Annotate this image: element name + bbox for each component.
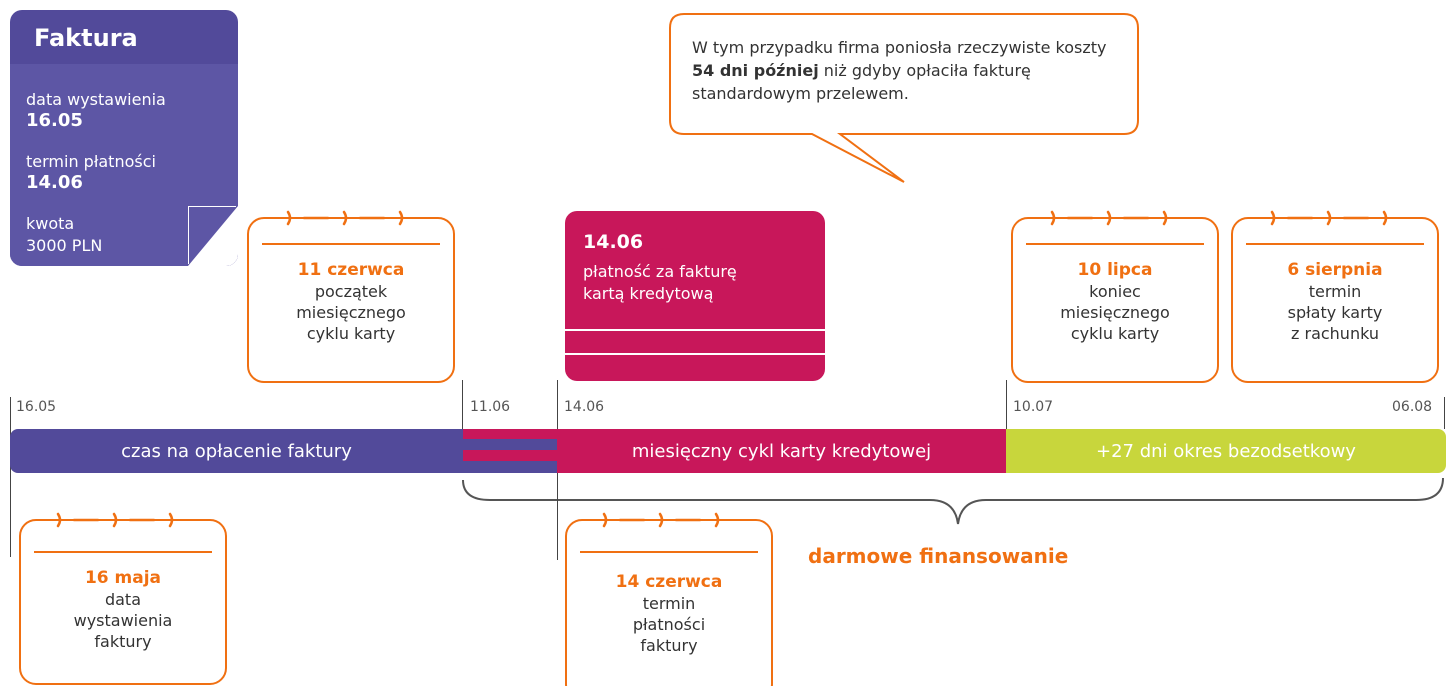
calendar-line: faktury bbox=[640, 636, 698, 655]
tick-line-1106 bbox=[462, 380, 463, 430]
invoice-due-value: 14.06 bbox=[26, 172, 83, 193]
calendar-rings bbox=[56, 210, 1388, 528]
calendar-date: 14 czerwca bbox=[615, 572, 723, 592]
speech-bubble-outline bbox=[669, 13, 1139, 183]
divider bbox=[565, 353, 825, 355]
tick-label: 10.07 bbox=[1013, 399, 1054, 415]
calendar-may16: 16 maja data wystawienia faktury bbox=[20, 568, 226, 652]
calendar-outline-aug6 bbox=[1231, 217, 1439, 383]
tick-label: 11.06 bbox=[470, 399, 511, 415]
calendar-line: wystawienia bbox=[73, 611, 173, 630]
payment-line: kartą kredytową bbox=[583, 284, 714, 303]
invoice-card: Faktura data wystawienia 16.05 termin pł… bbox=[10, 10, 238, 266]
calendar-line: z rachunku bbox=[1291, 324, 1379, 343]
calendar-date: 6 sierpnia bbox=[1287, 260, 1383, 280]
page-fold-icon bbox=[188, 206, 238, 266]
tick-line-0608 bbox=[1444, 397, 1445, 429]
note-text-end: niż gdyby opłaciła fakturę standardowym … bbox=[692, 61, 1031, 103]
calendar-july10: 10 lipca koniec miesięcznego cyklu karty bbox=[1012, 260, 1218, 344]
segment-invoice-time: czas na opłacenie faktury bbox=[10, 429, 463, 473]
note-text-start: W tym przypadku firma poniosła rzeczywis… bbox=[692, 38, 1107, 57]
calendar-aug6: 6 sierpnia termin spłaty karty z rachunk… bbox=[1232, 260, 1438, 344]
note-text-highlight: 54 dni później bbox=[692, 61, 819, 80]
financing-label: darmowe finansowanie bbox=[808, 544, 1069, 568]
invoice-body: data wystawienia 16.05 termin płatności … bbox=[10, 64, 238, 266]
invoice-issue-value: 16.05 bbox=[26, 110, 83, 131]
calendar-date: 16 maja bbox=[84, 568, 162, 588]
invoice-due-label: termin płatności bbox=[26, 152, 156, 171]
calendar-line: cyklu karty bbox=[1070, 324, 1160, 343]
tick-label: 16.05 bbox=[16, 399, 57, 415]
calendar-line: płatności bbox=[632, 615, 706, 634]
tick-label: 14.06 bbox=[564, 399, 605, 415]
invoice-title: Faktura bbox=[34, 24, 138, 52]
calendar-june11: 11 czerwca początek miesięcznego cyklu k… bbox=[248, 260, 454, 344]
segment-grace-period: +27 dni okres bezodsetkowy bbox=[1006, 429, 1446, 473]
segment-label: +27 dni okres bezodsetkowy bbox=[1096, 440, 1356, 462]
calendar-line: faktury bbox=[94, 632, 152, 651]
segment-card-cycle: miesięczny cykl karty kredytowej bbox=[557, 429, 1006, 473]
segment-label: miesięczny cykl karty kredytowej bbox=[631, 440, 932, 462]
calendar-line: cyklu karty bbox=[306, 324, 396, 343]
calendar-date: 10 lipca bbox=[1077, 260, 1153, 280]
calendar-line: początek bbox=[314, 282, 388, 301]
calendar-june14: 14 czerwca termin płatności faktury bbox=[566, 572, 772, 656]
tick-label: 06.08 bbox=[1392, 399, 1433, 415]
calendar-outline-may16 bbox=[19, 519, 227, 685]
calendar-line: miesięcznego bbox=[296, 303, 406, 322]
segment-label: czas na opłacenie faktury bbox=[121, 440, 352, 462]
calendar-line: termin bbox=[642, 594, 696, 613]
calendar-line: data bbox=[104, 590, 142, 609]
payment-date: 14.06 bbox=[583, 231, 644, 253]
calendar-outline-june14 bbox=[565, 519, 773, 686]
calendar-outline-june11 bbox=[247, 217, 455, 383]
card-payment-box: 14.06 płatność za fakturę kartą kredytow… bbox=[565, 211, 825, 381]
calendar-line: miesięcznego bbox=[1060, 303, 1170, 322]
divider bbox=[565, 329, 825, 331]
calendar-line: termin bbox=[1308, 282, 1362, 301]
calendar-line: spłaty karty bbox=[1287, 303, 1383, 322]
invoice-amount-label: kwota bbox=[26, 214, 75, 233]
calendar-outline-july10 bbox=[1011, 217, 1219, 383]
calendar-line: koniec bbox=[1089, 282, 1141, 301]
invoice-amount-value: 3000 PLN bbox=[26, 236, 103, 255]
segment-overlap bbox=[463, 429, 557, 473]
note-text: W tym przypadku firma poniosła rzeczywis… bbox=[692, 36, 1122, 105]
payment-description: płatność za fakturę kartą kredytową bbox=[583, 261, 803, 305]
invoice-issue-label: data wystawienia bbox=[26, 90, 166, 109]
calendar-date: 11 czerwca bbox=[297, 260, 405, 280]
tick-line-1605 bbox=[10, 397, 11, 557]
payment-line: płatność za fakturę bbox=[583, 262, 737, 281]
financing-brace bbox=[462, 477, 1444, 525]
tick-line-1007 bbox=[1006, 380, 1007, 430]
